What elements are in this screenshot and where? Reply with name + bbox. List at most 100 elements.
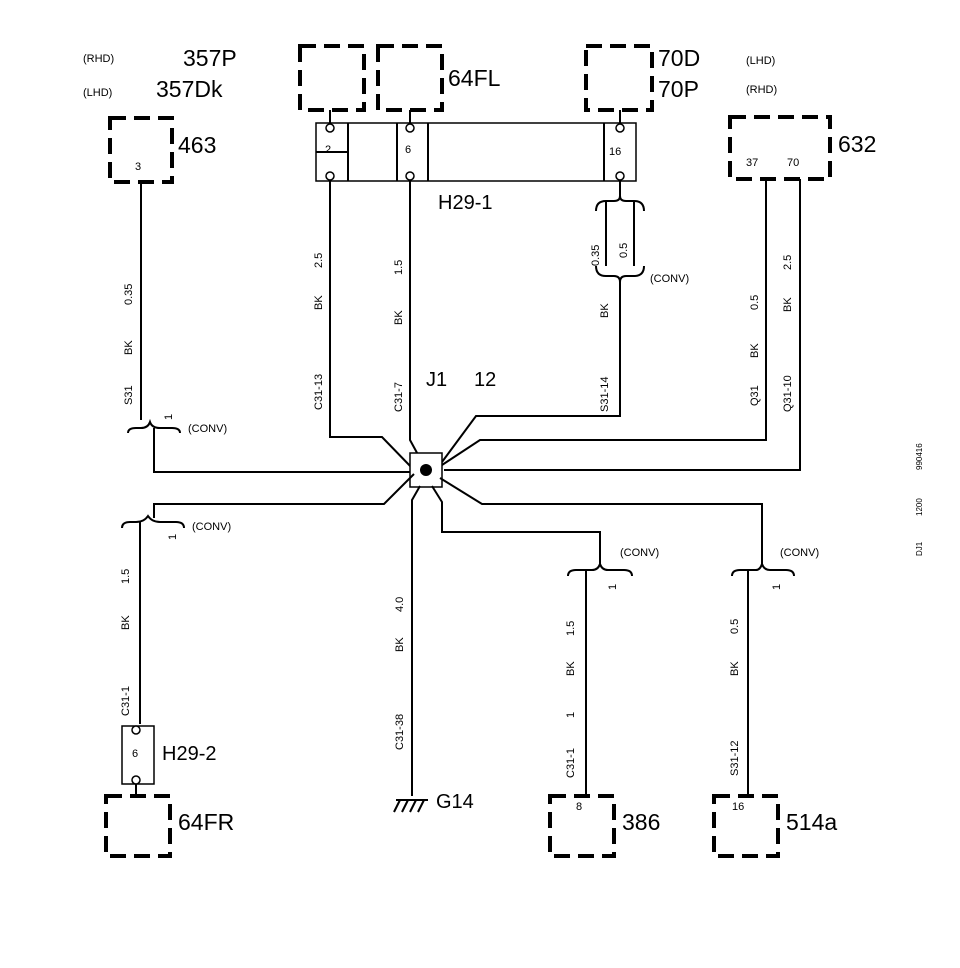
pin-632-37: 37 [746, 157, 758, 169]
h29-2-pin-bottom [131, 775, 141, 785]
wire-463-circuit: S31 [123, 385, 135, 405]
label-j1-12: 12 [474, 369, 496, 391]
connector-64fl [376, 44, 444, 112]
label-463: 463 [178, 132, 216, 158]
conv-brace-64fr [121, 514, 185, 529]
connector-blank [298, 44, 366, 112]
wire-514a-circuit: S31-12 [729, 741, 741, 776]
wire-64fr-circuit: C31-1 [120, 686, 132, 716]
wire-16-size-a: 0.35 [590, 245, 602, 266]
wire-c31-7-circuit: C31-7 [393, 382, 405, 412]
wire-463-pin: 1 [163, 414, 175, 420]
wire-463-color: BK [123, 340, 135, 355]
splice-dot [420, 464, 432, 476]
wire-c31-7-color: BK [393, 310, 405, 325]
h29-1-pin-6-top [405, 123, 415, 133]
pin-463: 3 [135, 161, 141, 173]
wire-to-514a [439, 477, 763, 566]
wire-c31-13-size: 2.5 [313, 253, 325, 268]
wire-c31-13-color: BK [313, 295, 325, 310]
conv-label-4: (CONV) [620, 547, 659, 559]
wire-514a-color: BK [729, 661, 741, 676]
connector-632 [728, 115, 832, 181]
wire-64fr-color: BK [120, 615, 132, 630]
lhd-tag-right: (LHD) [746, 55, 775, 67]
h29-2-pin: 6 [132, 748, 138, 760]
wire-386-size: 1.5 [565, 621, 577, 636]
pin-514a: 16 [732, 801, 744, 813]
wire-386-circuit: C31-1 [565, 748, 577, 778]
side-ref-code: 990416 [915, 443, 924, 470]
h29-1-pin-2-top [325, 123, 335, 133]
conv-brace-bottom [595, 265, 645, 283]
wire-q31-10 [444, 179, 801, 471]
ground-icon [393, 799, 428, 813]
conv-label-1: (CONV) [188, 423, 227, 435]
wire-s31-14-circuit: S31-14 [599, 377, 611, 412]
wire-386-pin: 1 [607, 584, 619, 590]
label-j1: J1 [426, 369, 447, 391]
wire-16-size-b: 0.5 [618, 243, 630, 258]
conv-brace-463 [127, 418, 181, 434]
wire-q31-10-size: 2.5 [782, 255, 794, 270]
connector-70d [584, 44, 654, 112]
conv-label-5: (CONV) [780, 547, 819, 559]
wire-c31-7-size: 1.5 [393, 260, 405, 275]
conv-brace-514a [731, 560, 795, 577]
code-70d: 70D [658, 45, 700, 71]
wire-q31-circuit: Q31 [749, 385, 761, 406]
side-ref-num: 1200 [915, 498, 924, 516]
wire-386-pin2: 1 [565, 712, 577, 718]
wire-q31-10-color: BK [782, 297, 794, 312]
wire-c31-7 [409, 180, 423, 463]
conv-label-3: (CONV) [192, 521, 231, 533]
connector-64fr [104, 794, 172, 858]
label-64fr: 64FR [178, 809, 234, 835]
conv-brace-386 [567, 560, 633, 577]
wire-g14-color: BK [394, 637, 406, 652]
connector-h29-1 [315, 122, 637, 182]
h29-1-pin-6-bottom [405, 171, 415, 181]
lhd-tag: (LHD) [83, 87, 112, 99]
h29-1-pin-16: 16 [609, 146, 621, 158]
connector-514a [712, 794, 780, 858]
side-ref-dj: DJ1 [915, 541, 924, 556]
wire-q31-size: 0.5 [749, 295, 761, 310]
wire-386-color: BK [565, 661, 577, 676]
rhd-tag-right: (RHD) [746, 84, 777, 96]
wire-c31-38 [411, 485, 421, 796]
h29-1-pin-2: 2 [325, 144, 331, 156]
wire-64fr-pin: 1 [167, 534, 179, 540]
wire-c31-13 [329, 180, 415, 471]
code-357dk: 357Dk [156, 76, 223, 102]
wire-514a-pin: 1 [771, 584, 783, 590]
wire-g14-size: 4.0 [394, 597, 406, 612]
wire-to-386 [431, 485, 601, 566]
wire-q31-color: BK [749, 343, 761, 358]
code-357p: 357P [183, 45, 237, 71]
label-h29-1: H29-1 [438, 192, 492, 214]
h29-2-pin-top [131, 725, 141, 735]
wire-463-size: 0.35 [123, 284, 135, 305]
h29-1-pin-16-top [615, 123, 625, 133]
rhd-tag: (RHD) [83, 53, 114, 65]
label-64fl: 64FL [448, 65, 501, 91]
label-g14: G14 [436, 791, 474, 813]
wire-s31-14 [441, 282, 621, 463]
conv-label-2: (CONV) [650, 273, 689, 285]
wire-64fr-size: 1.5 [120, 569, 132, 584]
wire-q31 [441, 179, 767, 466]
wire-s31-14-color: BK [599, 303, 611, 318]
wire-c31-13-circuit: C31-13 [313, 374, 325, 410]
conv-brace-top [595, 195, 645, 212]
pin-386: 8 [576, 801, 582, 813]
connector-386 [548, 794, 616, 858]
label-386: 386 [622, 809, 660, 835]
h29-1-pin-2-bottom [325, 171, 335, 181]
wire-q31-10-circuit: Q31-10 [782, 375, 794, 412]
label-514a: 514a [786, 809, 837, 835]
label-632: 632 [838, 131, 876, 157]
code-70p: 70P [658, 76, 699, 102]
wire-g14-circuit: C31-38 [394, 714, 406, 750]
wire-514a-size: 0.5 [729, 619, 741, 634]
